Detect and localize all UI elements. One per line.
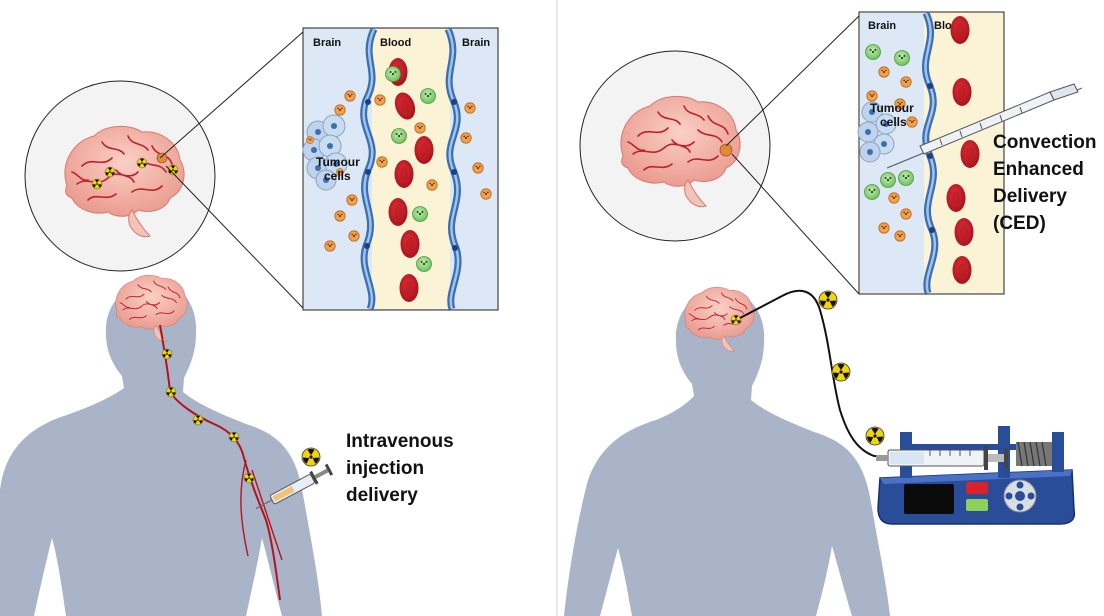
tumour-label-line-1: Tumour <box>870 101 914 115</box>
radiation-icon <box>819 291 837 309</box>
lead-screw <box>1016 442 1052 466</box>
red-blood-cell <box>953 78 972 106</box>
bbb-inset-left: Brain Blood Brain <box>303 28 498 310</box>
drug-carrier-particle <box>866 45 881 60</box>
radio-particle <box>867 91 877 101</box>
radio-particle <box>481 189 491 199</box>
drug-carrier-particle <box>865 185 880 200</box>
radio-particle <box>415 123 425 133</box>
caption-line-3: delivery <box>346 485 418 506</box>
radio-particle <box>879 67 889 77</box>
drug-carrier-particle <box>899 171 914 186</box>
tumour-label-line-2: cells <box>324 169 351 183</box>
radiation-icon <box>137 158 147 168</box>
radio-particle <box>461 133 471 143</box>
radio-particle <box>375 95 385 105</box>
brain-label: Brain <box>462 37 490 49</box>
radiation-icon <box>105 167 115 177</box>
blood-label: Blood <box>380 37 411 49</box>
radiation-icon <box>162 349 172 359</box>
brain-label: Brain <box>868 20 896 32</box>
radio-particle <box>335 105 345 115</box>
radio-particle <box>427 180 437 190</box>
caption-line-2: injection <box>346 458 424 479</box>
red-blood-cell <box>951 16 970 44</box>
radio-particle <box>465 103 475 113</box>
pump-display <box>904 484 954 514</box>
right-panel: Brain Blood <box>564 12 1096 616</box>
red-blood-cell <box>953 256 972 284</box>
radiation-icon <box>866 427 884 445</box>
zoom-line <box>160 32 303 158</box>
radio-particle <box>377 157 387 167</box>
bbb-inset-right: Brain Blood <box>858 12 1004 294</box>
caption-line-2: Enhanced <box>993 159 1084 180</box>
red-blood-cell <box>400 274 419 302</box>
radiation-icon <box>302 448 320 466</box>
red-blood-cell <box>401 230 420 258</box>
radio-particle <box>907 117 917 127</box>
radiation-icon <box>731 315 741 325</box>
radiation-icon <box>92 179 102 189</box>
radio-particle <box>901 209 911 219</box>
pump-green-button <box>966 499 988 511</box>
radio-particle <box>349 231 359 241</box>
red-blood-cell <box>395 160 414 188</box>
infusion-pump-icon <box>876 426 1074 524</box>
brain-label: Brain <box>313 37 341 49</box>
drug-carrier-particle <box>386 67 401 82</box>
caption-line-3: Delivery <box>993 186 1067 207</box>
drug-carrier-particle <box>392 129 407 144</box>
red-blood-cell <box>947 184 966 212</box>
radio-particle <box>335 211 345 221</box>
red-blood-cell <box>961 140 980 168</box>
radiation-icon <box>193 415 203 425</box>
radio-particle <box>345 91 355 101</box>
caption-line-1: Convection <box>993 132 1096 153</box>
drug-carrier-particle <box>413 207 428 222</box>
patient-silhouette <box>564 290 890 616</box>
zoom-line <box>732 154 859 294</box>
drug-carrier-particle <box>421 89 436 104</box>
caption-line-4: (CED) <box>993 213 1046 234</box>
radio-particle <box>889 193 899 203</box>
radiation-icon <box>229 432 239 442</box>
drug-carrier-particle <box>881 173 896 188</box>
red-blood-cell <box>955 218 974 246</box>
caption-line-1: Intravenous <box>346 431 454 452</box>
radio-particle <box>901 77 911 87</box>
drug-carrier-particle <box>895 51 910 66</box>
radio-particle <box>879 223 889 233</box>
radio-particle <box>895 231 905 241</box>
tumour-label-line-2: cells <box>880 115 907 129</box>
tumour-label-line-1: Tumour <box>316 155 360 169</box>
pump-dpad <box>1004 480 1036 512</box>
radiation-icon <box>166 387 176 397</box>
zoom-line <box>726 16 859 146</box>
radiation-icon <box>244 473 254 483</box>
radio-particle <box>473 163 483 173</box>
pump-red-button <box>966 482 988 494</box>
drug-carrier-particle <box>417 257 432 272</box>
radio-particle <box>347 195 357 205</box>
tumour-spot <box>157 153 167 163</box>
red-blood-cell <box>389 198 408 226</box>
red-blood-cell <box>415 136 434 164</box>
radiation-icon <box>832 363 850 381</box>
left-panel: Intravenous injection delivery Brain Blo… <box>0 28 498 616</box>
radio-particle <box>325 241 335 251</box>
